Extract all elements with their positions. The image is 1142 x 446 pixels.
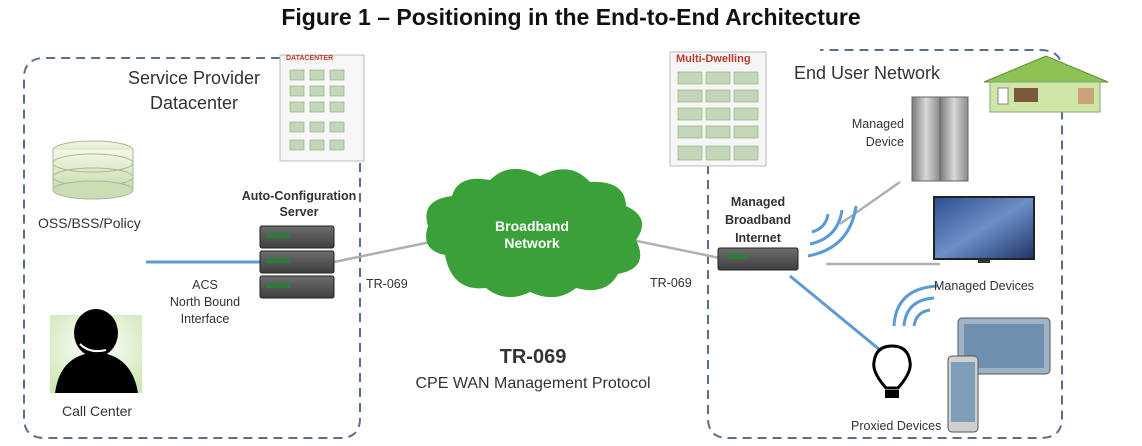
gateway-to-bulb-line: [789, 274, 881, 352]
managed-device-label: Managed Device: [836, 115, 904, 151]
acs-label-line2: Server: [279, 205, 319, 219]
north-bound-interface-label: ACS North Bound Interface: [150, 277, 260, 328]
acs-label: Auto-Configuration Server: [230, 189, 368, 219]
tr069-right-label: TR-069: [650, 276, 692, 290]
cloud-label-line1: Broadband: [495, 218, 569, 234]
wifi-signal-icon: [807, 205, 858, 258]
tv-screen-icon: [933, 196, 1035, 263]
datacenter-building-icon: [279, 54, 365, 162]
database-icon: [52, 140, 134, 200]
house-icon: [983, 55, 1109, 113]
protocol-title: TR-069: [499, 346, 567, 368]
wifi-to-device-line: [839, 180, 901, 226]
gateway-label: Managed Broadband Internet: [712, 193, 804, 247]
cloud-to-gateway-line: [631, 238, 721, 260]
cloud-label: Broadband Network: [470, 218, 594, 252]
managed-device-line1: Managed: [851, 117, 904, 131]
managed-device-line2: Device: [865, 135, 904, 149]
figure-title: Figure 1 – Positioning in the End-to-End…: [281, 4, 861, 30]
wifi-signal-icon: [892, 284, 939, 327]
gateway-router-icon: [717, 247, 799, 271]
oss-bss-label: OSS/BSS/Policy: [38, 215, 141, 231]
gateway-line1: Managed: [730, 195, 786, 209]
proxied-devices-label: Proxied Devices: [851, 419, 942, 433]
provider-title-line1: Service Provider: [127, 68, 261, 88]
provider-title-line2: Datacenter: [149, 93, 239, 113]
tr069-left-label: TR-069: [366, 277, 408, 291]
phone-device-icon: [947, 355, 979, 433]
managed-device-tower-icon: [911, 96, 969, 182]
multi-dwelling-tag: Multi-Dwelling: [676, 53, 751, 65]
acs-server-icon: [259, 225, 335, 299]
acs-label-line1: Auto-Configuration: [241, 189, 357, 203]
multi-dwelling-building-icon: [669, 51, 767, 167]
gateway-line3: Internet: [735, 231, 781, 245]
end-user-boundary: [707, 49, 1063, 439]
managed-devices-label: Managed Devices: [934, 279, 1035, 293]
protocol-caption: TR-069 CPE WAN Management Protocol: [380, 346, 686, 393]
cloud-label-line2: Network: [504, 235, 560, 251]
broadband-cloud-icon: [426, 168, 643, 298]
acs-to-cloud-line: [333, 238, 441, 264]
call-center-label: Call Center: [62, 403, 133, 419]
nbi-line2: North Bound: [169, 295, 241, 309]
datacenter-tag: DATACENTER: [286, 55, 334, 62]
protocol-subtitle: CPE WAN Management Protocol: [415, 375, 651, 392]
light-bulb-icon: [872, 344, 912, 398]
provider-region-title: Service Provider Datacenter: [104, 68, 284, 114]
call-center-agent-icon: [50, 309, 142, 393]
gateway-line2: Broadband: [725, 213, 791, 227]
end-user-region-title: End User Network: [794, 63, 941, 83]
nbi-line1: ACS: [192, 278, 218, 292]
nbi-line3: Interface: [180, 312, 230, 326]
